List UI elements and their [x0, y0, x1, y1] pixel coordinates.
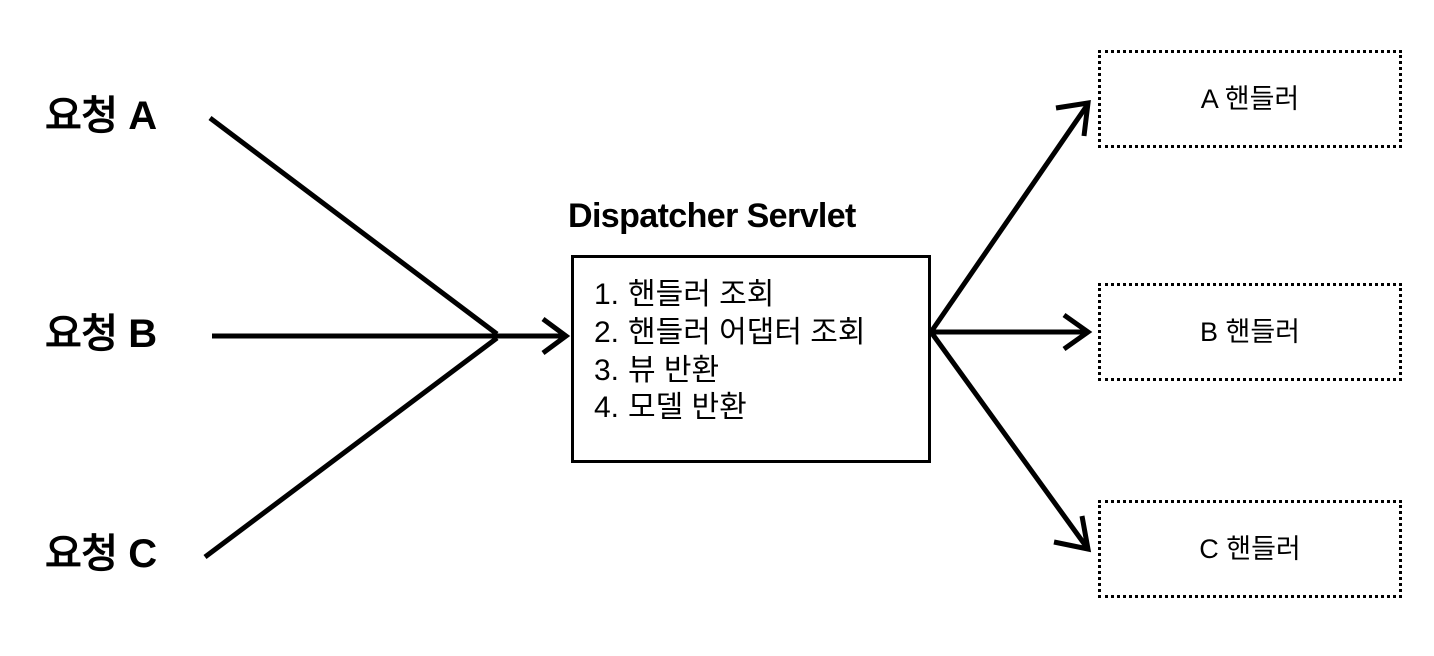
step-number-4: 4. [594, 391, 620, 425]
request-label-a: 요청 A [45, 94, 157, 138]
arrowhead-into-dispatcher [541, 316, 571, 356]
step-text-2: 핸들러 어댑터 조회 [628, 315, 866, 349]
handler-label-c: C 핸들러 [1199, 533, 1301, 564]
handler-label-a: A 핸들러 [1200, 83, 1300, 114]
dispatcher-step-3: 3.뷰 반환 [594, 352, 865, 390]
handler-label-b: B 핸들러 [1199, 316, 1301, 347]
request-label-c: 요청 C [45, 532, 157, 576]
dispatcher-servlet-title: Dispatcher Servlet [568, 197, 856, 235]
step-text-3: 뷰 반환 [628, 353, 720, 387]
dispatcher-step-list: 1.핸들러 조회 2.핸들러 어댑터 조회 3.뷰 반환 4.모델 반환 [594, 276, 865, 427]
handler-box-b: B 핸들러 [1098, 283, 1402, 381]
step-text-4: 모델 반환 [628, 391, 747, 425]
handler-box-c: C 핸들러 [1098, 500, 1402, 598]
step-number-2: 2. [594, 315, 620, 349]
connector-dispatcher-to-handler-c [928, 330, 1091, 551]
arrowhead-handler-c [1053, 515, 1092, 553]
handler-box-a: A 핸들러 [1098, 50, 1402, 148]
request-label-b: 요청 B [45, 312, 157, 356]
step-number-1: 1. [594, 278, 620, 311]
dispatcher-step-2: 2.핸들러 어댑터 조회 [594, 314, 865, 352]
step-text-1: 핸들러 조회 [628, 278, 775, 311]
dispatcher-step-1: 1.핸들러 조회 [594, 276, 865, 314]
connector-request-c [203, 336, 499, 559]
dispatcher-step-4: 4.모델 반환 [594, 389, 865, 427]
step-number-3: 3. [594, 353, 620, 387]
arrowhead-handler-a [1055, 100, 1091, 137]
arrowhead-handler-b [1062, 312, 1093, 352]
connector-request-a [208, 116, 499, 336]
connector-dispatcher-to-handler-a [928, 102, 1091, 334]
dispatcher-servlet-box: 1.핸들러 조회 2.핸들러 어댑터 조회 3.뷰 반환 4.모델 반환 [571, 255, 931, 463]
